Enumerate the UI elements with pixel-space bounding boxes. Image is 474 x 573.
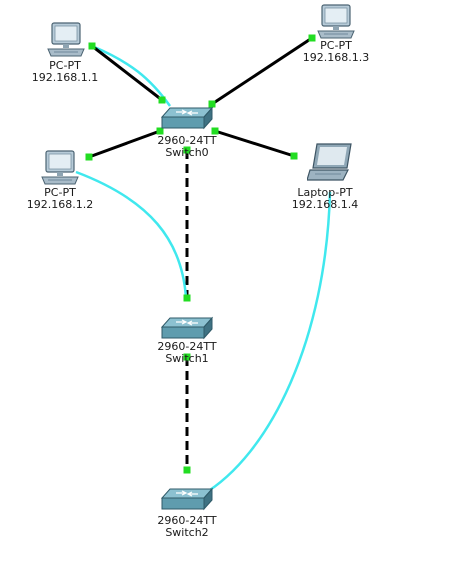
link-pc0-switch0-straight[interactable] [91,44,163,102]
link-laptop-switch0-straight[interactable] [214,129,295,158]
switch1-switch-icon[interactable] [160,316,214,344]
laptop-laptop-icon[interactable] [306,142,353,186]
port-status-indicator [211,127,219,135]
port-status-indicator [156,127,164,135]
link-pc1-switch0-straight[interactable] [211,36,313,106]
pc1-type-label: PC-PT [320,39,352,52]
port-status-indicator [290,152,298,160]
pc1-pc-icon[interactable] [316,4,356,44]
switch1-name-label: Switch1 [165,352,209,365]
laptop-type-label: Laptop-PT [297,186,353,199]
link-pc2-switch0-straight[interactable] [88,129,161,159]
pc2-type-label: PC-PT [44,186,76,199]
pc2-name-label: 192.168.1.2 [26,198,94,211]
laptop-name-label: 192.168.1.4 [291,198,359,211]
switch2-type-label: 2960-24TT [157,514,217,527]
switch0-name-label: Switch0 [165,146,209,159]
switch2-name-label: Switch2 [165,526,209,539]
port-status-indicator [183,146,191,154]
port-status-indicator [183,353,191,361]
switch0-type-label: 2960-24TT [157,134,217,147]
link-laptop-switch2-console[interactable] [201,191,332,497]
pc0-type-label: PC-PT [49,59,81,72]
port-status-indicator [85,153,93,161]
switch1-type-label: 2960-24TT [157,340,217,353]
pc0-name-label: 192.168.1.1 [31,71,99,84]
pc0-pc-icon[interactable] [46,22,86,62]
pc1-name-label: 192.168.1.3 [302,51,370,64]
port-status-indicator [308,34,316,42]
port-status-indicator [183,294,191,302]
port-status-indicator [88,42,96,50]
link-pc2-switch1-console[interactable] [75,170,188,299]
switch2-switch-icon[interactable] [160,487,214,515]
port-status-indicator [158,96,166,104]
port-status-indicator [208,100,216,108]
port-status-indicator [183,466,191,474]
pc2-pc-icon[interactable] [40,150,80,190]
switch0-switch-icon[interactable] [160,106,214,134]
